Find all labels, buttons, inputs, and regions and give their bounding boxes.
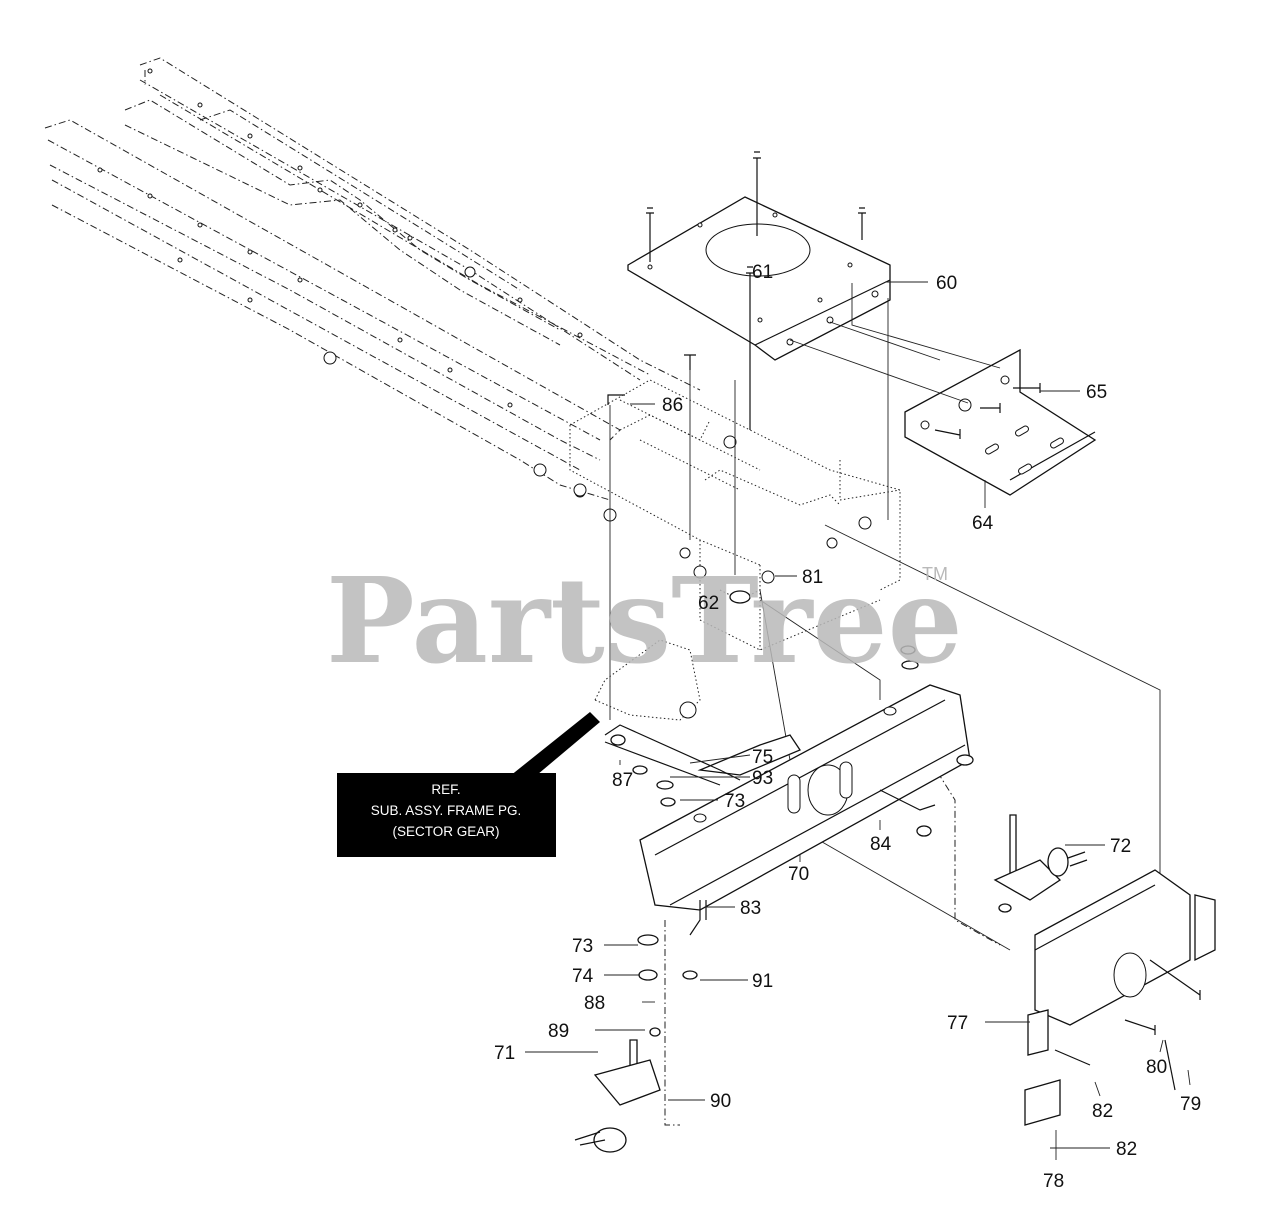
callout-86: 86 bbox=[662, 395, 683, 416]
callout-89: 89 bbox=[548, 1021, 569, 1042]
callout-77: 77 bbox=[947, 1013, 968, 1034]
spindle-71 bbox=[574, 1039, 661, 1153]
reference-box: REF. SUB. ASSY. FRAME PG. (SECTOR GEAR) bbox=[337, 712, 600, 857]
front-axle-70 bbox=[604, 684, 971, 936]
watermark-tm: TM bbox=[922, 564, 948, 584]
callout-78: 78 bbox=[1043, 1171, 1064, 1192]
callout-60: 60 bbox=[936, 273, 957, 294]
bracket-77 bbox=[1024, 869, 1216, 1126]
callout-93: 93 bbox=[752, 768, 773, 789]
sector-gear bbox=[594, 639, 701, 721]
callout-labels: 60 61 62 64 65 70 71 72 73 73 74 75 77 7… bbox=[494, 262, 1201, 1192]
rail-holes bbox=[97, 68, 586, 498]
watermark-text: PartsTree bbox=[326, 551, 963, 690]
mounting-plate-60 bbox=[627, 196, 891, 361]
callout-82a: 82 bbox=[1092, 1101, 1113, 1122]
callout-79: 79 bbox=[1180, 1094, 1201, 1115]
callout-73b: 73 bbox=[724, 791, 745, 812]
ref-line-2: SUB. ASSY. FRAME PG. bbox=[371, 803, 522, 818]
callout-80: 80 bbox=[1146, 1057, 1167, 1078]
small-hardware bbox=[607, 354, 1012, 1037]
callout-73a: 73 bbox=[572, 936, 593, 957]
callout-65: 65 bbox=[1086, 382, 1107, 403]
assembly-lines bbox=[609, 283, 1161, 1126]
ref-line-3: (SECTOR GEAR) bbox=[392, 824, 499, 839]
callout-61: 61 bbox=[752, 262, 773, 283]
ref-line-1: REF. bbox=[431, 782, 460, 797]
callout-62: 62 bbox=[698, 593, 719, 614]
callout-91: 91 bbox=[752, 971, 773, 992]
callout-leaders bbox=[525, 281, 1191, 1160]
callout-84: 84 bbox=[870, 834, 892, 855]
callout-72: 72 bbox=[1110, 836, 1131, 857]
frame-rails bbox=[44, 57, 701, 501]
callout-64: 64 bbox=[972, 513, 994, 534]
callout-70: 70 bbox=[788, 864, 809, 885]
watermark: PartsTree TM bbox=[326, 551, 963, 690]
spindle-72 bbox=[993, 814, 1088, 901]
callout-82b: 82 bbox=[1116, 1139, 1137, 1160]
callout-74: 74 bbox=[572, 966, 594, 987]
plate-bolts bbox=[646, 151, 866, 430]
callout-83: 83 bbox=[740, 898, 761, 919]
callout-81: 81 bbox=[802, 567, 823, 588]
callout-75: 75 bbox=[752, 747, 773, 768]
callout-90: 90 bbox=[710, 1091, 731, 1112]
callout-88: 88 bbox=[584, 993, 605, 1014]
callout-71: 71 bbox=[494, 1043, 515, 1064]
callout-87: 87 bbox=[612, 770, 633, 791]
bracket-64 bbox=[904, 348, 1097, 496]
